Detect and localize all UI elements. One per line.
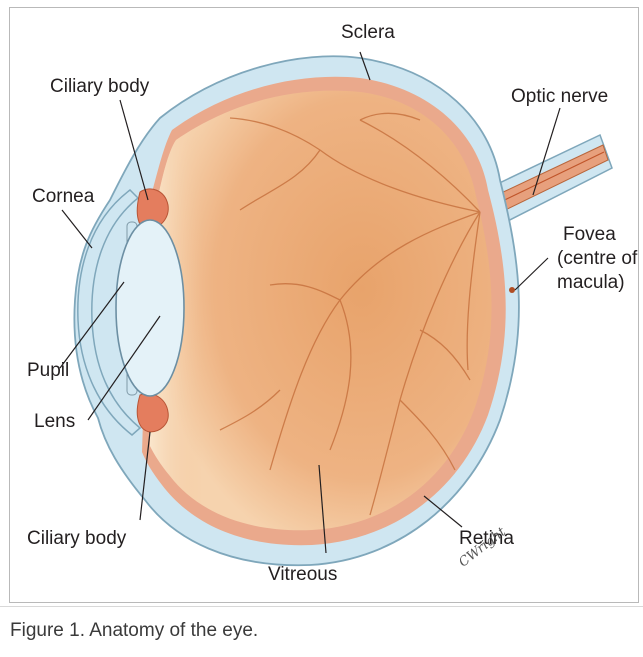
label-sclera: Sclera (341, 22, 395, 44)
label-pupil: Pupil (27, 360, 69, 382)
label-vitreous: Vitreous (268, 564, 337, 586)
label-fovea-line1: Fovea (563, 224, 616, 246)
label-fovea-line3: macula) (557, 272, 625, 294)
fovea-marker (509, 287, 515, 293)
label-ciliary-body-top: Ciliary body (50, 76, 149, 98)
label-lens: Lens (34, 411, 75, 433)
caption-divider (0, 606, 643, 607)
label-ciliary-body-bottom: Ciliary body (27, 528, 126, 550)
label-optic-nerve: Optic nerve (511, 86, 608, 108)
lens-shape (116, 220, 184, 396)
label-cornea: Cornea (32, 186, 94, 208)
figure-caption: Figure 1. Anatomy of the eye. (10, 620, 258, 642)
label-fovea-line2: (centre of (557, 248, 637, 270)
